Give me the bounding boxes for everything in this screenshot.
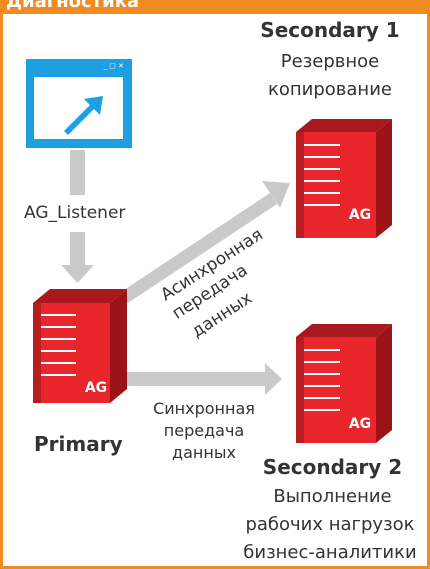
primary-label: Primary xyxy=(34,432,123,456)
secondary2-role-line1: Выполнение xyxy=(273,486,392,507)
banner-title: Диагностика xyxy=(6,0,140,12)
top-banner: Диагностика xyxy=(0,0,430,14)
window-controls: _ ▢ ✕ xyxy=(103,62,124,70)
sync-label-line2: передача xyxy=(163,421,245,440)
listener-arrow xyxy=(61,150,94,283)
client-window-icon: _ ▢ ✕ xyxy=(26,59,132,148)
secondary1-server-icon: AG xyxy=(296,119,392,238)
secondary2-role-line3: бизнес-аналитики xyxy=(243,542,417,563)
secondary1-role-line1: Резервное xyxy=(280,51,380,72)
primary-server-icon: AG xyxy=(33,289,127,403)
listener-label: AG_Listener xyxy=(24,203,126,223)
secondary1-role-line2: копирование xyxy=(268,79,392,100)
sync-arrow xyxy=(127,363,282,395)
arrow-cursor-icon xyxy=(64,96,103,135)
secondary1-title: Secondary 1 xyxy=(260,18,400,42)
secondary2-ag-badge: AG xyxy=(349,416,371,432)
async-arrow xyxy=(118,181,290,305)
sync-label-line3: данных xyxy=(172,443,236,462)
secondary1-ag-badge: AG xyxy=(349,207,371,223)
secondary2-title: Secondary 2 xyxy=(262,455,403,479)
secondary2-server-icon: AG xyxy=(296,324,392,443)
secondary2-role-line2: рабочих нагрузок xyxy=(245,514,415,535)
sync-label-line1: Синхронная xyxy=(153,399,255,418)
primary-ag-badge: AG xyxy=(85,380,107,396)
